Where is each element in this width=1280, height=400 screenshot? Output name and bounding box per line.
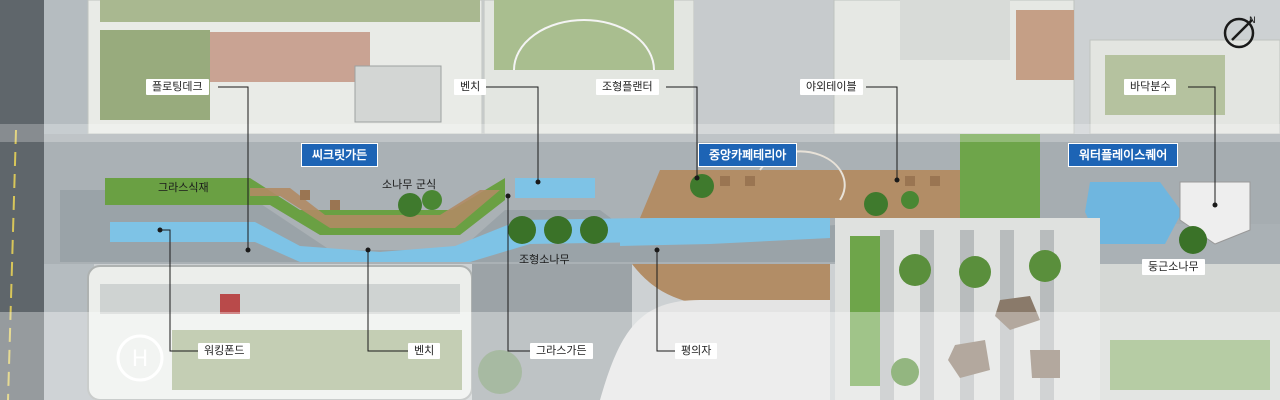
callout-grass-garden: 그라스가든 xyxy=(530,343,593,359)
gap-road xyxy=(694,0,834,134)
callout-floor-fountain: 바닥분수 xyxy=(1124,79,1177,95)
water-play-pool xyxy=(1085,182,1182,244)
road xyxy=(0,0,48,400)
svg-text:H: H xyxy=(132,347,149,372)
secret-garden-deck xyxy=(250,188,500,228)
svg-text:N: N xyxy=(1249,16,1256,26)
cafeteria-tables xyxy=(300,176,940,210)
callout-bench-top: 벤치 xyxy=(454,79,487,95)
sculpture-pool xyxy=(515,178,595,198)
overlay-band-top xyxy=(0,124,1280,142)
roof-stripes xyxy=(900,0,1010,60)
plaza-lawn-strip xyxy=(850,236,880,386)
roof-deck xyxy=(210,32,370,82)
leader-dots xyxy=(157,175,1218,253)
label-sculpture-pine: 조형소나무 xyxy=(519,253,570,266)
water-channel-east xyxy=(620,212,830,246)
roof-band xyxy=(100,284,460,314)
plaza-lawn-bottom xyxy=(1110,340,1270,390)
road-lane-marking xyxy=(7,129,17,400)
roof-garden-strip xyxy=(100,0,480,22)
trees xyxy=(398,174,1207,394)
callout-bench-bottom: 벤치 xyxy=(408,343,441,359)
roof-accent xyxy=(220,294,240,314)
planters xyxy=(948,296,1060,378)
roof-garden xyxy=(100,30,210,120)
roof-lawn xyxy=(494,0,674,70)
roof-deck-right xyxy=(1016,10,1074,80)
zone-central-cafeteria: 중앙카페테리아 xyxy=(698,143,798,167)
lower-deck xyxy=(632,264,830,308)
zone-secret-garden: 씨크릿가든 xyxy=(301,143,379,167)
overlay-band-bottom xyxy=(0,312,1280,400)
zone-water-playsquare: 워터플레이스퀘어 xyxy=(1068,143,1179,167)
callout-sculpture-planter: 조형플랜터 xyxy=(596,79,659,95)
helipad-icon: H xyxy=(116,334,164,382)
north-arrow-icon: N xyxy=(1223,16,1256,49)
label-pine-group: 소나무 군식 xyxy=(382,178,437,191)
callout-outdoor-table: 야외테이블 xyxy=(800,79,863,95)
callout-walking-pond: 워킹폰드 xyxy=(198,343,251,359)
callout-floating-deck: 플로팅데크 xyxy=(146,79,209,95)
leader-lines xyxy=(160,86,1216,352)
roof-structure xyxy=(354,65,442,123)
roof-garden-bottom xyxy=(172,330,462,390)
callout-lounge-chair: 평의자 xyxy=(675,343,718,359)
lawn-arc xyxy=(513,19,655,71)
callout-round-pine: 둥근소나무 xyxy=(1142,259,1205,275)
label-grass-planting: 그라스식재 xyxy=(158,181,209,194)
